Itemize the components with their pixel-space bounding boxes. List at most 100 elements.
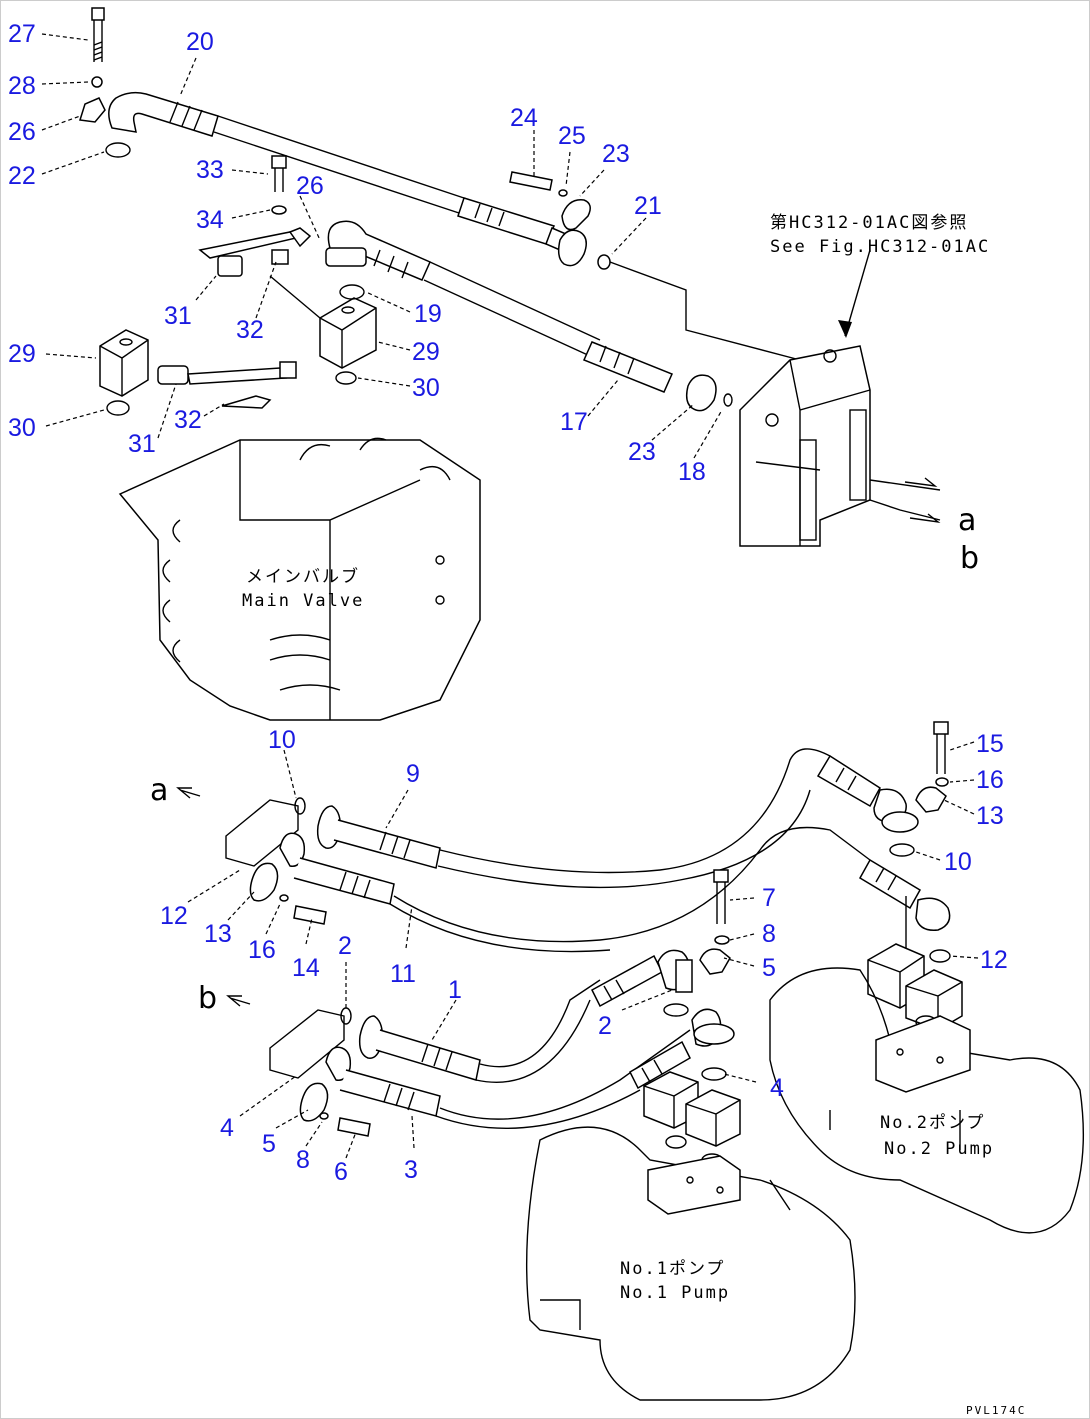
hose-1 <box>375 1029 481 1081</box>
washer-8a <box>319 1112 329 1120</box>
pump2-jp: No.2ポンプ <box>880 1113 985 1133</box>
callout-20: 20 <box>186 28 214 56</box>
callout-5: 5 <box>262 1130 276 1158</box>
pump-upper-right <box>739 249 941 547</box>
see-fig-en: See Fig.HC312-01AC <box>770 237 990 257</box>
upper-hose-assembly <box>79 7 801 416</box>
hose-20 <box>108 91 219 137</box>
callout-13b: 13 <box>976 802 1004 830</box>
port-b-label: b <box>960 541 979 576</box>
callout-32: 32 <box>236 316 264 344</box>
callout-12b: 12 <box>980 946 1008 974</box>
oring-30b <box>106 400 130 416</box>
oring-2b <box>663 1003 689 1017</box>
main-valve <box>118 437 481 721</box>
callout-23: 23 <box>602 140 630 168</box>
callout-26b: 26 <box>296 172 324 200</box>
callout-31: 31 <box>164 302 192 330</box>
washer-34 <box>271 205 287 215</box>
see-fig-jp: 第HC312-01AC図参照 <box>770 213 968 233</box>
washer-8b <box>714 935 730 945</box>
pump1-jp: No.1ポンプ <box>620 1259 725 1279</box>
clamp-23 <box>561 199 591 231</box>
oring-30a <box>335 371 357 385</box>
clip-32a <box>271 249 289 265</box>
callout-33: 33 <box>196 156 224 184</box>
washer-25 <box>558 189 568 197</box>
callout-24: 24 <box>510 104 538 132</box>
callout-2b: 2 <box>598 1012 612 1040</box>
flange-23a <box>557 229 587 267</box>
hose-17 <box>582 341 674 393</box>
callout-19: 19 <box>414 300 442 328</box>
hose-11 <box>293 857 395 905</box>
callout-10b: 10 <box>944 848 972 876</box>
callout-18: 18 <box>678 458 706 486</box>
block-12b <box>905 969 963 1031</box>
flange-13a <box>249 862 279 902</box>
main-valve-jp: メインバルブ <box>246 566 360 587</box>
washer-28 <box>91 76 103 88</box>
pump1-en: No.1 Pump <box>620 1283 730 1303</box>
callout-31b: 31 <box>128 430 156 458</box>
bolt-33 <box>271 155 287 169</box>
callout-8: 8 <box>296 1146 310 1174</box>
callout-12: 12 <box>160 902 188 930</box>
port-b-left-label: b <box>198 981 217 1016</box>
bolt-24 <box>509 171 553 191</box>
pump2-en: No.2 Pump <box>884 1139 994 1159</box>
pump-no2 <box>769 967 1085 1234</box>
oring-18 <box>723 393 733 407</box>
callout-23b: 23 <box>628 438 656 466</box>
callout-25: 25 <box>558 122 586 150</box>
callout-3: 3 <box>404 1156 418 1184</box>
callout-28: 28 <box>8 72 36 100</box>
callout-4: 4 <box>220 1114 234 1142</box>
drawing-code: PVL174C <box>966 1404 1026 1417</box>
callout-1: 1 <box>448 976 462 1004</box>
callout-30b: 30 <box>412 374 440 402</box>
main-valve-en: Main Valve <box>242 591 364 611</box>
callout-30: 30 <box>8 414 36 442</box>
flange-23b <box>685 374 717 412</box>
clip-32b <box>221 395 272 409</box>
callouts: 27 28 26 22 20 33 34 26 31 32 29 30 29 3… <box>8 20 1008 1186</box>
callout-26: 26 <box>8 118 36 146</box>
bolt-6 <box>337 1117 371 1137</box>
port-a-label: a <box>958 503 976 538</box>
callout-4b: 4 <box>770 1074 784 1102</box>
callout-21: 21 <box>634 192 662 220</box>
port-a-left-label: a <box>150 773 168 808</box>
callout-15: 15 <box>976 730 1004 758</box>
callout-32b: 32 <box>174 406 202 434</box>
oring-10b <box>889 843 915 857</box>
callout-16b: 16 <box>976 766 1004 794</box>
block-29a <box>319 297 377 369</box>
washer-16a <box>279 894 289 902</box>
bolt-27 <box>91 7 105 62</box>
callout-16: 16 <box>248 936 276 964</box>
clamp-5b <box>699 948 731 975</box>
leader-lines <box>41 33 979 1159</box>
callout-22: 22 <box>8 162 36 190</box>
callout-27: 27 <box>8 20 36 48</box>
hose-3 <box>339 1069 441 1117</box>
callout-6: 6 <box>334 1158 348 1186</box>
callout-2: 2 <box>338 932 352 960</box>
callout-17: 17 <box>560 408 588 436</box>
callout-8b: 8 <box>762 920 776 948</box>
flange-5a <box>299 1082 329 1122</box>
block-29b <box>99 329 149 397</box>
bolt-14 <box>293 905 327 925</box>
callout-11: 11 <box>390 960 416 988</box>
bolt-15 <box>933 721 949 735</box>
lower-hoses <box>176 721 963 1167</box>
callout-34: 34 <box>196 206 224 234</box>
callout-29: 29 <box>8 340 36 368</box>
oring-22 <box>105 142 131 158</box>
callout-5b: 5 <box>762 954 776 982</box>
sensor-31a <box>217 255 243 277</box>
callout-14: 14 <box>292 954 320 982</box>
callout-13: 13 <box>204 920 232 948</box>
